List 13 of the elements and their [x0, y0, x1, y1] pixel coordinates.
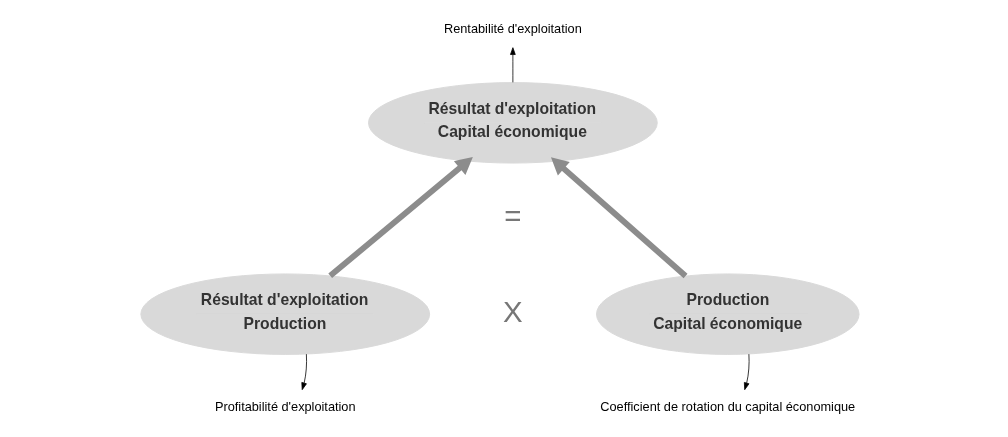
node-text: Rentabilité d'exploitation: [443, 20, 582, 36]
arrow: [550, 157, 687, 279]
arrow: [743, 353, 749, 391]
node-ellipse: Résultat d'exploitation Capital économique: [367, 82, 658, 164]
node-text: Profitabilité d'exploitation: [214, 398, 356, 414]
node-text: Coefficient de rotation du capital économique: [599, 398, 855, 414]
label: X: [502, 294, 523, 328]
node-ellipse: Résultat d'exploitation Production: [139, 273, 430, 355]
arrow: [509, 47, 516, 83]
arrow: [300, 353, 307, 391]
arrow: [327, 157, 473, 279]
node-ellipse: Production Capital économique: [595, 273, 860, 355]
label: =: [503, 198, 521, 232]
